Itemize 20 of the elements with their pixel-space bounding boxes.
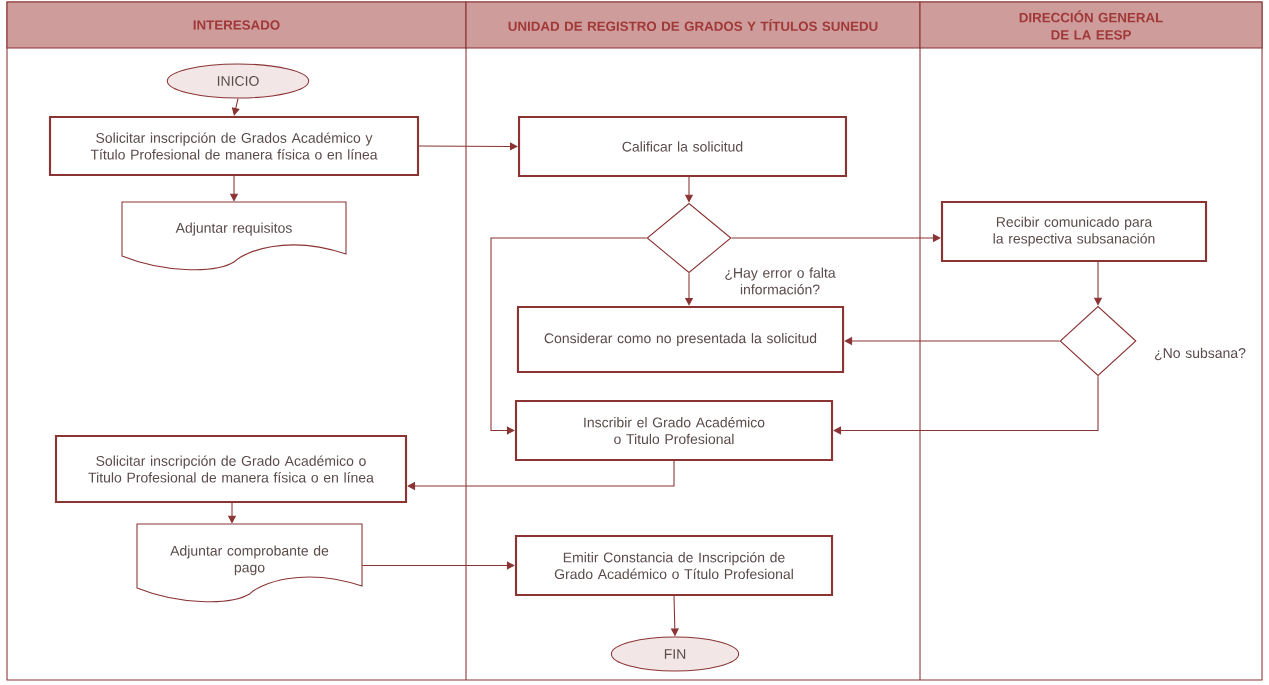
process-box: Emitir Constancia de Inscripción de Grado Académico o Título Profesional — [514, 534, 834, 597]
terminal-oval: FIN — [610, 636, 740, 672]
process-box: Solicitar inscripción de Grados Académico y Título Profesional de manera física o en línea — [48, 115, 420, 177]
arrow — [418, 142, 518, 151]
arrow — [231, 98, 240, 116]
lane-header: DIRECCIÓN GENERAL DE LA EESP — [919, 1, 1263, 49]
lane-header: INTERESADO — [6, 1, 467, 49]
decision-label: ¿Hay error o falta información? — [725, 267, 836, 295]
arrow — [490, 237, 647, 435]
arrow — [407, 460, 675, 491]
terminal-oval: INICIO — [166, 63, 310, 99]
arrow — [833, 375, 1099, 435]
process-box: Considerar como no presentada la solicitud — [516, 305, 845, 374]
lane-header: UNIDAD DE REGISTRO DE GRADOS Y TÍTULOS SUNEDU — [465, 1, 921, 49]
process-box: Recibir comunicado para la respectiva subsanación — [940, 200, 1208, 263]
process-box: Inscribir el Grado Académico o Titulo Profesional — [514, 399, 834, 462]
arrow — [361, 561, 515, 570]
decision-label: ¿No subsana? — [1155, 347, 1246, 361]
process-box: Calificar la solicitud — [517, 115, 848, 178]
process-box: Solicitar inscripción de Grado Académico o Titulo Profesional de manera física o en línea — [54, 434, 408, 504]
